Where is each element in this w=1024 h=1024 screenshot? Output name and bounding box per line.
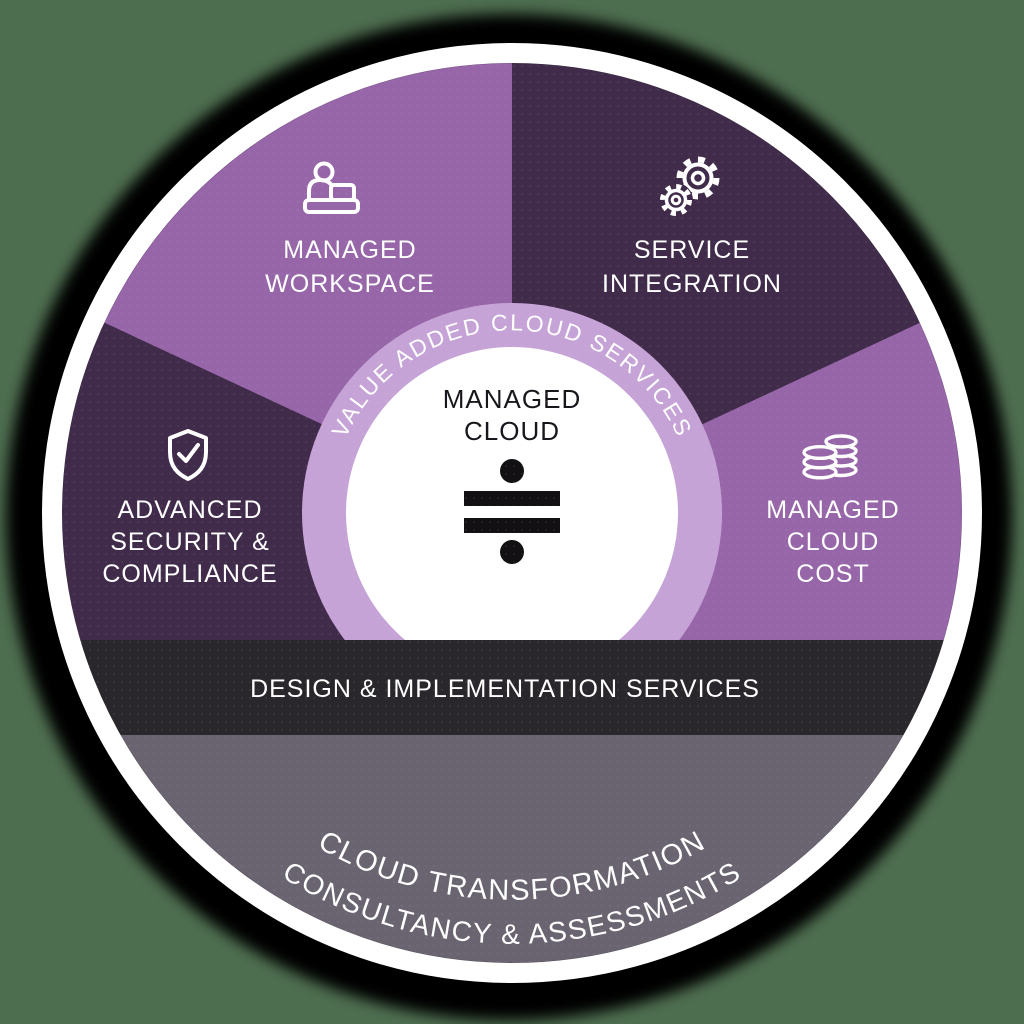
dot-texture-overlay [59, 60, 965, 966]
wheel-disc: MANAGED CLOUD VALUE ADDED CLOUD SERVICES… [59, 60, 965, 966]
wheel-white-rim [42, 43, 982, 983]
